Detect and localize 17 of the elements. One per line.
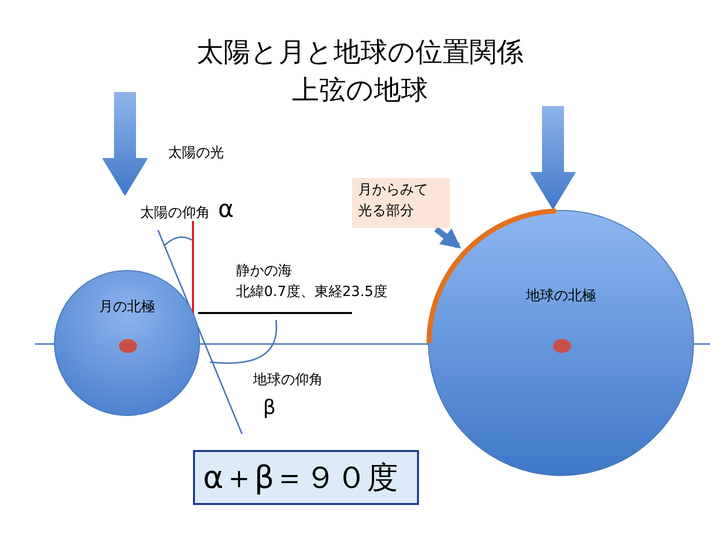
text-label: 太陽の仰角: [140, 204, 210, 222]
callout-text: 月からみて光る部分: [358, 181, 428, 221]
greek-letter: β: [263, 395, 276, 419]
equation-text: α＋β＝９０度: [203, 458, 398, 498]
text-label: 地球の仰角: [253, 371, 323, 389]
equation-box: [193, 450, 419, 505]
lit-arc: [426, 208, 556, 344]
subtitle: 上弦の地球: [291, 74, 429, 108]
node-label: 地球の北極: [525, 287, 597, 305]
arrow: [434, 226, 462, 248]
title: 太陽と月と地球の位置関係: [196, 36, 524, 70]
callout-box: [352, 178, 450, 228]
text-label: 北緯0.7度、東経23.5度: [236, 283, 388, 301]
node-label: 月の北極: [98, 298, 156, 316]
text-label: 太陽の光: [168, 144, 224, 162]
greek-letter: α: [218, 195, 234, 223]
text-label: 静かの海: [236, 262, 292, 280]
